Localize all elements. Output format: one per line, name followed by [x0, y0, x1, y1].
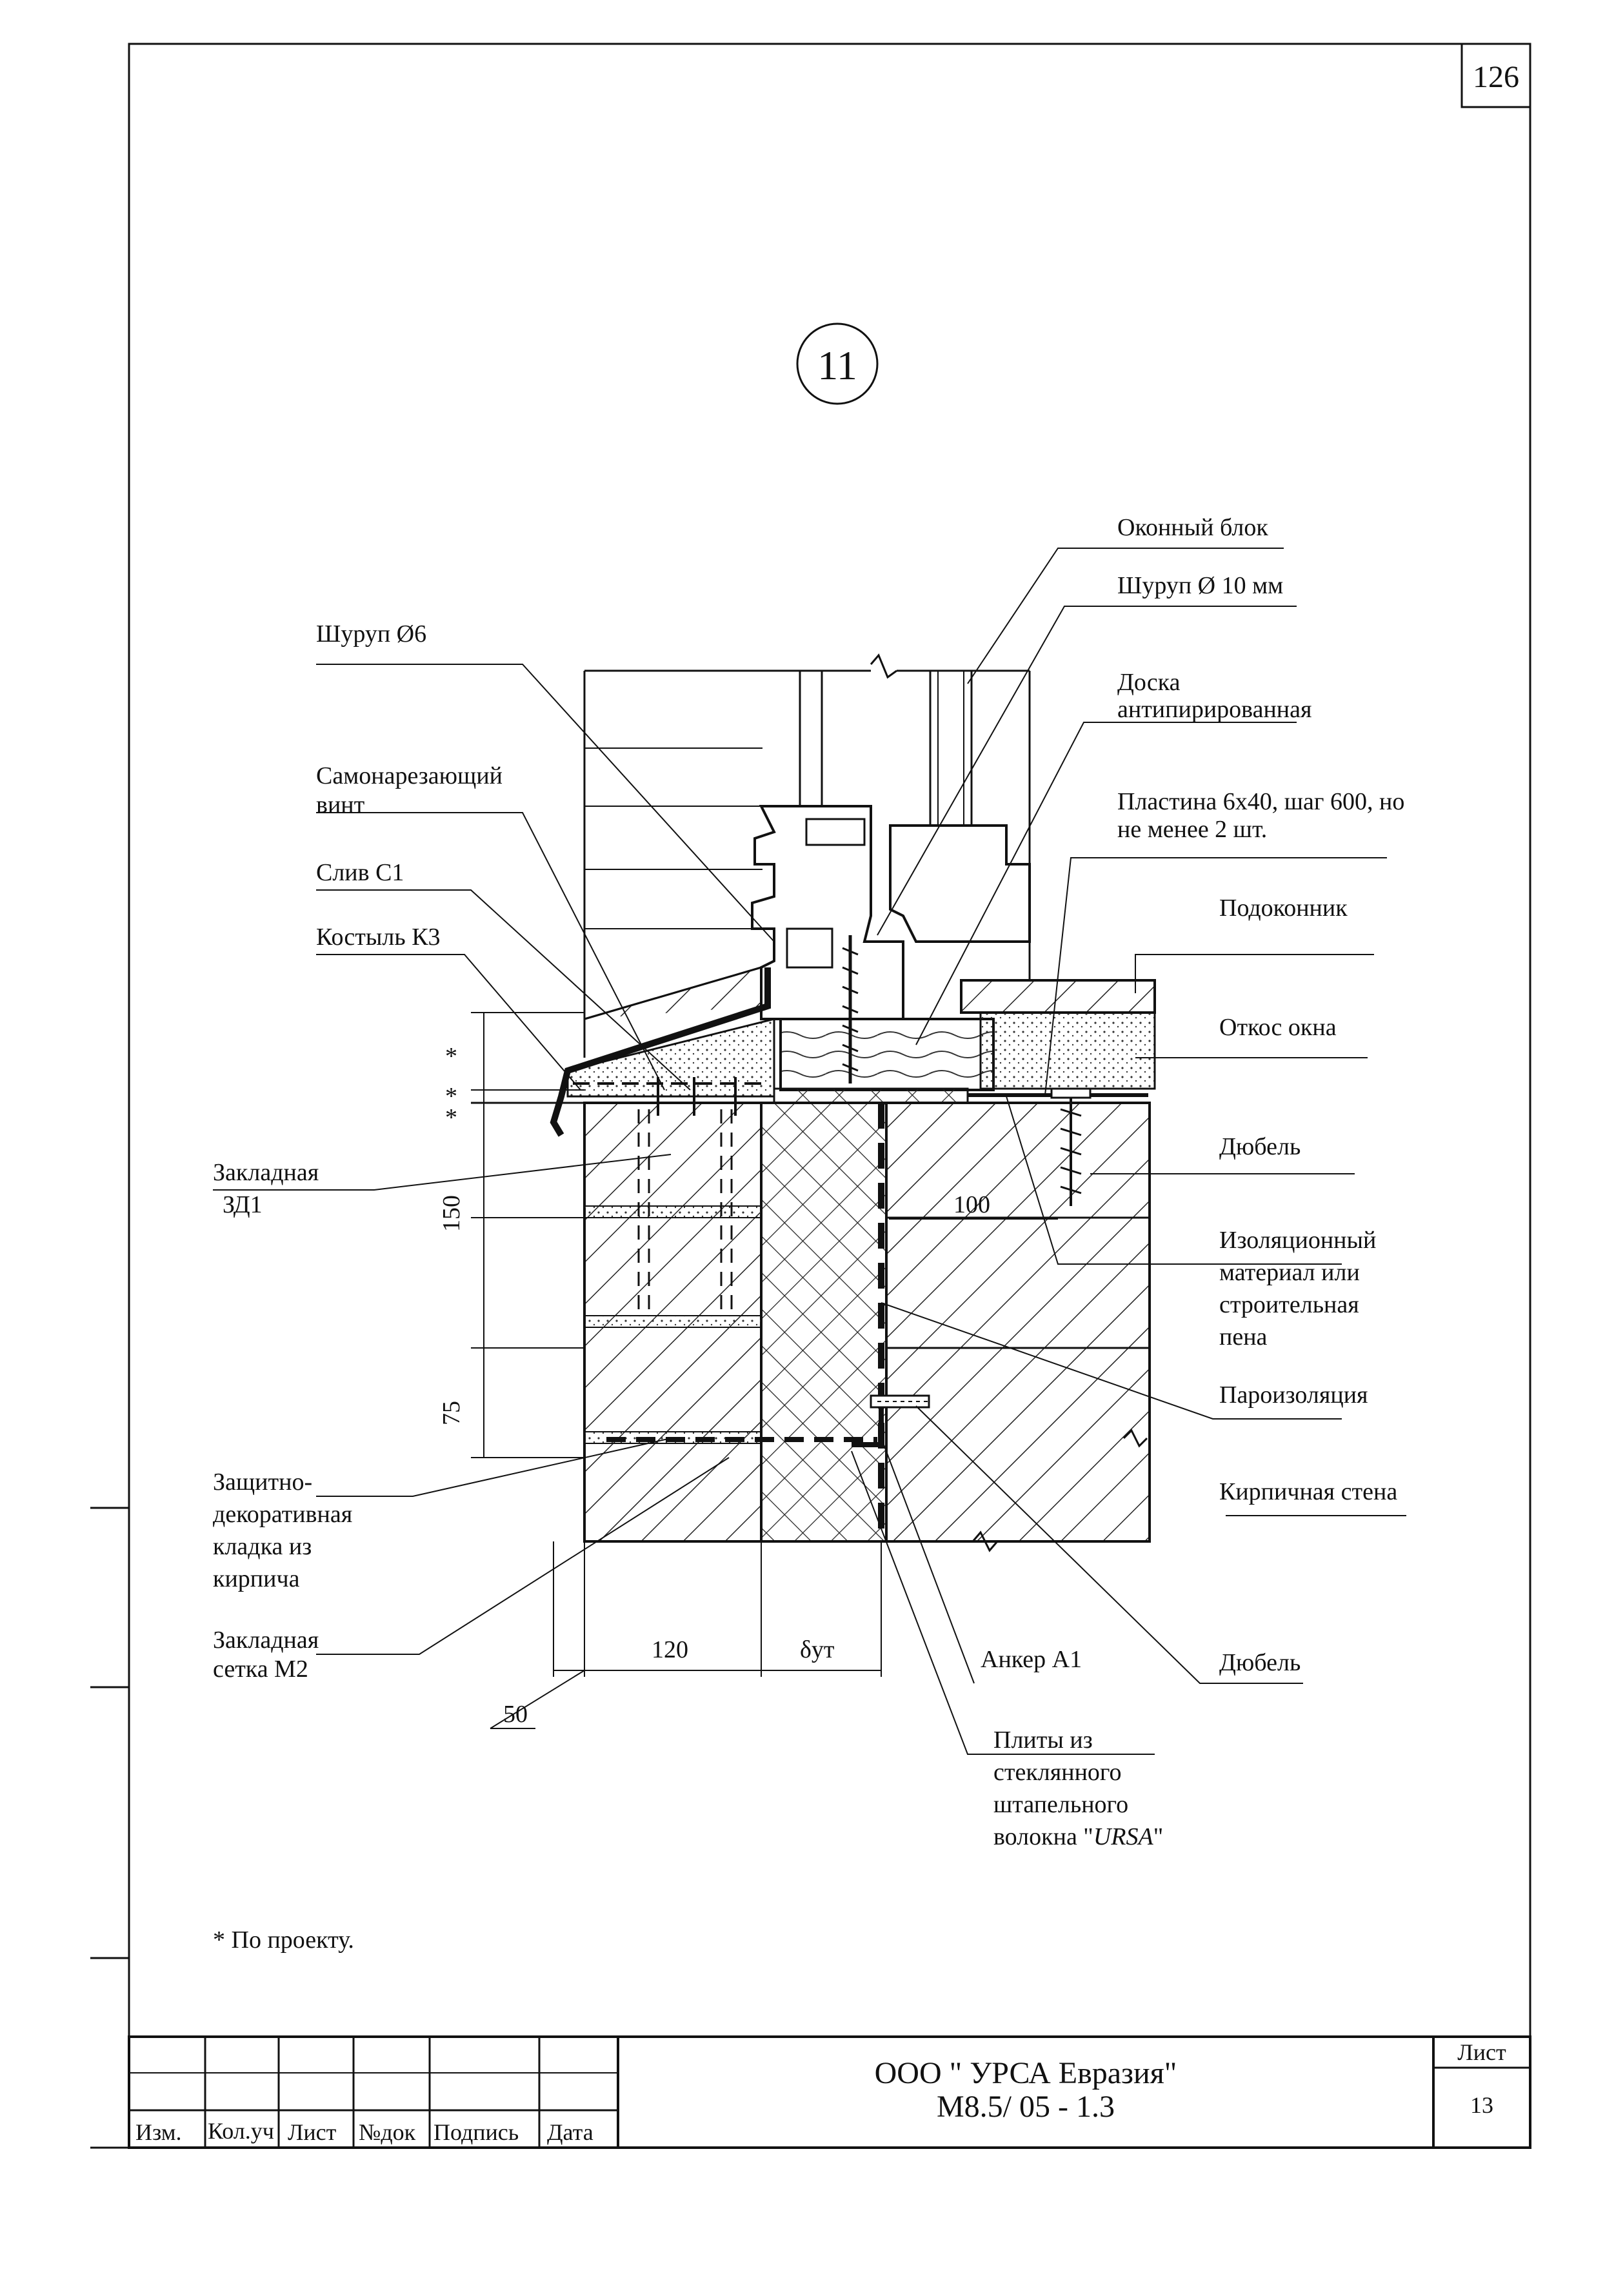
label-bracket-k3: Костыль К3 [316, 924, 441, 951]
tb-col-izm: Изм. [135, 2119, 182, 2145]
label-slabs-4: волокна "URSA" [993, 1823, 1163, 1850]
label-window-reveal: Откос окна [1219, 1014, 1337, 1041]
label-board-2: антипирированная [1117, 696, 1311, 723]
label-plate-2: не менее 2 шт. [1117, 816, 1267, 843]
label-self-tapping-1: Самонарезающий [316, 762, 503, 789]
leader-lines [213, 548, 1406, 1755]
dim-100: 100 [953, 1191, 990, 1218]
screw-10mm [842, 935, 859, 1084]
window-reveal [979, 1011, 1156, 1090]
label-insulation-2: материал или [1219, 1259, 1360, 1286]
label-dowel-bottom: Дюбель [1219, 1649, 1301, 1676]
dim-star-3: * [445, 1104, 457, 1131]
tb-col-ndoc: №док [359, 2119, 416, 2145]
mortar-bed [566, 1018, 775, 1098]
label-slabs-3: штапельного [993, 1791, 1128, 1818]
label-facing-4: кирпича [213, 1565, 300, 1592]
label-board-1: Доска [1117, 669, 1181, 696]
label-anchor-a1: Анкер А1 [981, 1646, 1082, 1673]
antipyrene-board [779, 1018, 995, 1091]
label-self-tapping-2: винт [316, 791, 365, 818]
insulating-material [773, 1087, 969, 1104]
brick-wall [885, 1102, 1151, 1543]
dim-75: 75 [438, 1401, 465, 1425]
dim-star-1: * [445, 1043, 457, 1070]
tb-sheet-number: 13 [1470, 2092, 1493, 2118]
section-drawing [471, 653, 1156, 1552]
dim-150: 150 [438, 1195, 465, 1232]
tb-doc-code: М8.5/ 05 - 1.3 [937, 2090, 1115, 2124]
window-block [583, 653, 1031, 1058]
windowsill [960, 979, 1156, 1014]
dim-star-2: * [445, 1083, 457, 1110]
label-slabs-4-brand: URSA [1093, 1823, 1154, 1850]
label-plate-1: Пластина 6х40, шаг 600, но [1117, 788, 1404, 815]
detail-marker: 11 [796, 322, 879, 405]
label-brick-wall: Кирпичная стена [1219, 1478, 1397, 1505]
label-windowsill: Подоконник [1219, 895, 1348, 922]
label-slabs-1: Плиты из [993, 1727, 1093, 1754]
dim-50: 50 [503, 1701, 528, 1728]
page-number: 126 [1473, 60, 1519, 94]
dowel-top [1050, 1087, 1092, 1206]
label-drip-c1: Слив С1 [316, 859, 404, 886]
anchor-dowel [870, 1394, 930, 1409]
tb-col-kolvo: Кол.уч [208, 2118, 274, 2144]
tb-col-date: Дата [547, 2119, 593, 2145]
label-window-block: Оконный блок [1117, 514, 1268, 541]
tb-company: ООО " УРСА Евразия" [875, 2056, 1177, 2090]
label-screw-10mm: Шуруп Ø 10 мм [1117, 572, 1283, 599]
label-facing-3: кладка из [213, 1533, 312, 1560]
label-embed-zd1-1: Закладная [213, 1159, 319, 1186]
label-slabs-4-text: волокна " [993, 1823, 1093, 1850]
label-vapour-barrier: Пароизоляция [1219, 1381, 1368, 1409]
label-screw-6: Шуруп Ø6 [316, 620, 426, 648]
drip-flashing-c1 [550, 965, 771, 1137]
title-block: Изм. Кол.уч Лист №док Подпись Дата ООО "… [128, 2035, 1531, 2149]
dim-delta: δут [800, 1636, 835, 1663]
label-insulation-4: пена [1219, 1323, 1268, 1351]
label-slabs-4-end: " [1153, 1823, 1164, 1850]
label-embed-zd1-2: ЗД1 [223, 1191, 263, 1218]
label-mesh-m2-1: Закладная [213, 1627, 319, 1654]
detail-number: 11 [817, 342, 857, 388]
dim-120: 120 [652, 1636, 688, 1663]
label-insulation-1: Изоляционный [1219, 1227, 1376, 1254]
label-facing-2: декоративная [213, 1501, 352, 1528]
dimensions: * * * 150 75 120 δут 50 100 [438, 1012, 1058, 1729]
label-dowel-top: Дюбель [1219, 1133, 1301, 1160]
tb-col-signature: Подпись [434, 2119, 519, 2145]
label-insulation-3: строительная [1219, 1291, 1359, 1318]
tb-sheet-label: Лист [1457, 2039, 1506, 2065]
label-slabs-2: стеклянного [993, 1759, 1122, 1786]
label-mesh-m2-2: сетка М2 [213, 1656, 308, 1683]
tb-col-list: Лист [288, 2119, 337, 2145]
footnote: * По проекту. [213, 1926, 354, 1954]
labels: Оконный блок Шуруп Ø 10 мм Доска антипир… [213, 514, 1404, 1850]
label-facing-1: Защитно- [213, 1469, 312, 1496]
insulation-slabs [760, 1102, 888, 1543]
